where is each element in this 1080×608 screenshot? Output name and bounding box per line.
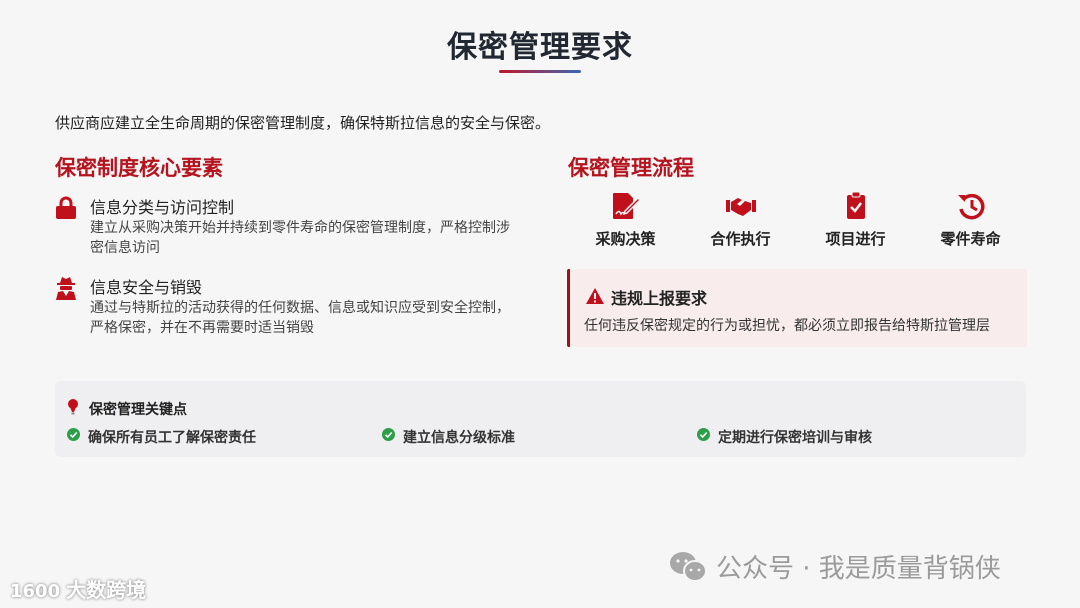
process-step-label: 零件寿命 bbox=[940, 230, 1001, 248]
alert-text: 任何违反保密规定的行为或担忧，都必须立即报告给特斯拉管理层 bbox=[584, 318, 990, 334]
lock-icon bbox=[56, 196, 76, 219]
wechat-icon bbox=[670, 551, 707, 582]
process-step: 采购决策 bbox=[568, 192, 683, 249]
process-step-label: 采购决策 bbox=[595, 230, 656, 248]
process-steps: 采购决策 合作执行 项目进行 零件寿命 bbox=[568, 192, 1028, 252]
key-points-panel: 保密管理关键点 确保所有员工了解保密责任 建立信息分级标准 定期进行保密培训与审… bbox=[55, 381, 1026, 457]
process-step: 零件寿命 bbox=[913, 192, 1028, 249]
clipboard-check-icon bbox=[846, 192, 865, 219]
process-step: 项目进行 bbox=[798, 192, 913, 249]
key-points-title: 保密管理关键点 bbox=[89, 402, 187, 418]
watermark-right: 公众号 · 我是质量背锅侠 bbox=[668, 548, 1001, 585]
key-point-text: 建立信息分级标准 bbox=[403, 430, 515, 446]
page-title: 保密管理要求 bbox=[447, 30, 633, 65]
check-circle-icon bbox=[382, 428, 395, 441]
core-element-description: 建立从采购决策开始并持续到零件寿命的保密管理制度，严格控制涉密信息访问 bbox=[90, 220, 510, 256]
title-underline bbox=[499, 70, 581, 73]
file-signature-icon bbox=[612, 193, 641, 219]
core-element-heading: 信息分类与访问控制 bbox=[90, 198, 235, 217]
core-element-description: 通过与特斯拉的活动获得的任何数据、信息或知识应受到安全控制，严格保密，并在不再需… bbox=[90, 300, 510, 336]
process-title: 保密管理流程 bbox=[568, 156, 694, 180]
watermark-left-text: 大数跨境 bbox=[66, 578, 147, 602]
check-circle-icon bbox=[697, 428, 710, 441]
process-step-label: 合作执行 bbox=[710, 230, 771, 248]
key-point-text: 定期进行保密培训与审核 bbox=[718, 430, 872, 446]
user-secret-icon bbox=[56, 277, 76, 300]
watermark-right-text: 公众号 · 我是质量背锅侠 bbox=[716, 554, 1001, 584]
handshake-icon bbox=[725, 198, 756, 216]
core-elements-title: 保密制度核心要素 bbox=[55, 156, 223, 180]
process-step-label: 项目进行 bbox=[825, 230, 886, 248]
violation-report-alert: 违规上报要求 任何违反保密规定的行为或担忧，都必须立即报告给特斯拉管理层 bbox=[567, 269, 1027, 347]
check-circle-icon bbox=[67, 428, 80, 441]
alert-heading: 违规上报要求 bbox=[611, 289, 708, 308]
key-point-text: 确保所有员工了解保密责任 bbox=[88, 430, 256, 446]
process-step: 合作执行 bbox=[683, 192, 798, 249]
watermark-logo: 1600 bbox=[10, 581, 61, 602]
intro-text: 供应商应建立全生命周期的保密管理制度，确保特斯拉信息的安全与保密。 bbox=[55, 114, 551, 132]
history-icon bbox=[957, 193, 984, 220]
warning-triangle-icon bbox=[586, 288, 604, 304]
lightbulb-icon bbox=[68, 399, 78, 415]
core-element-heading: 信息安全与销毁 bbox=[90, 278, 203, 297]
